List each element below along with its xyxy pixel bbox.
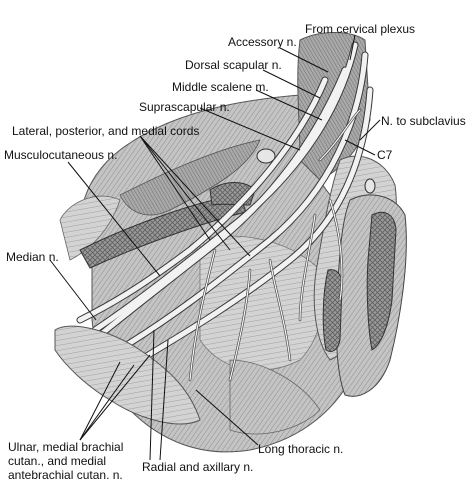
label-radial-axillary-n: Radial and axillary n. [142, 460, 254, 474]
clavicle-cut [79, 148, 376, 269]
label-musculocutaneous-n: Musculocutaneous n. [4, 148, 118, 162]
label-ulnar-line-3: antebrachial cutan. n. [8, 468, 123, 482]
label-ulnar-line-1: Ulnar, medial brachial [8, 440, 124, 454]
leader-lines [49, 34, 381, 461]
label-median-n: Median n. [6, 250, 59, 264]
label-accessory-n: Accessory n. [228, 35, 297, 49]
rib-cage [322, 194, 407, 397]
label-suprascapular-n: Suprascapular n. [139, 100, 230, 114]
label-cords: Lateral, posterior, and medial cords [12, 124, 200, 138]
label-from-cervical-plexus: From cervical plexus [305, 22, 416, 36]
label-dorsal-scapular-n: Dorsal scapular n. [185, 58, 282, 72]
nerve-bundle [76, 41, 374, 382]
label-long-thoracic-n: Long thoracic n. [258, 442, 344, 456]
label-middle-scalene-m: Middle scalene m. [172, 80, 269, 94]
label-c7: C7 [377, 148, 393, 162]
label-n-to-subclavius: N. to subclavius [381, 114, 466, 128]
label-ulnar-line-2: cutan., and medial [8, 454, 107, 468]
label-ulnar-group: Ulnar, medial brachial cutan., and media… [8, 440, 123, 482]
